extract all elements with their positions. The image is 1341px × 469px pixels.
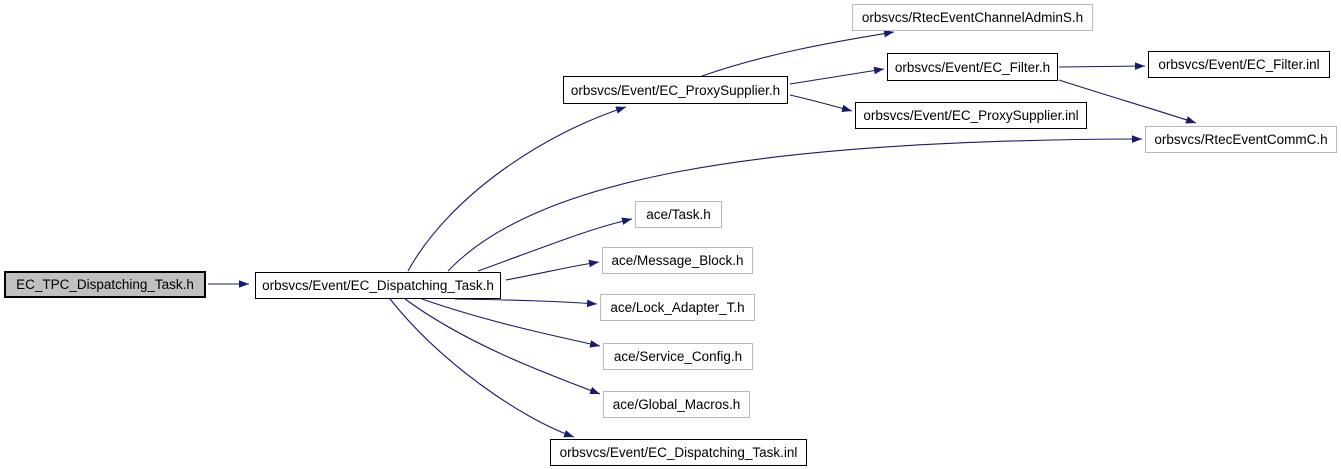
node-ace-message-block-h[interactable]: ace/Message_Block.h xyxy=(602,247,753,274)
edge-filter-to-filterinl xyxy=(1058,62,1146,70)
edge-proxysupplier-to-admins xyxy=(701,29,895,77)
edge-filter-to-commc xyxy=(1058,79,1197,124)
node-ace-lock-adapter-t-h[interactable]: ace/Lock_Adapter_T.h xyxy=(600,294,755,321)
node-rteceventcommc-h[interactable]: orbsvcs/RtecEventCommC.h xyxy=(1145,126,1337,153)
node-ec-filter-inl[interactable]: orbsvcs/Event/EC_Filter.inl xyxy=(1148,51,1330,78)
node-rteceventchanneladmins-h[interactable]: orbsvcs/RtecEventChannelAdminS.h xyxy=(852,4,1093,31)
edge-dispatching-to-messageblock xyxy=(505,259,600,281)
edge-dispatching-to-dispatchinginl xyxy=(389,298,575,438)
node-ec-dispatching-task-h[interactable]: orbsvcs/Event/EC_Dispatching_Task.h xyxy=(255,272,501,299)
node-ace-task-h[interactable]: ace/Task.h xyxy=(635,201,722,228)
edge-dispatching-to-serviceconfig xyxy=(421,298,601,348)
node-ec-filter-h[interactable]: orbsvcs/Event/EC_Filter.h xyxy=(887,53,1058,81)
edge-dispatching-to-lockadapter xyxy=(454,298,598,308)
edge-proxysupplier-to-proxysupplierinl xyxy=(789,94,853,113)
edge-dispatching-to-rteceventcommc xyxy=(447,135,1143,272)
edge-dispatching-to-globalmacros xyxy=(404,298,601,395)
node-ec-proxysupplier-inl[interactable]: orbsvcs/Event/EC_ProxySupplier.inl xyxy=(855,102,1087,129)
node-ec-dispatching-task-inl[interactable]: orbsvcs/Event/EC_Dispatching_Task.inl xyxy=(550,439,807,466)
node-ec-tpc-dispatching-task-h: EC_TPC_Dispatching_Task.h xyxy=(4,271,206,298)
node-ace-service-config-h[interactable]: ace/Service_Config.h xyxy=(603,343,753,370)
node-ace-global-macros-h[interactable]: ace/Global_Macros.h xyxy=(603,391,750,418)
edge-proxysupplier-to-filter xyxy=(789,66,885,85)
node-ec-proxysupplier-h[interactable]: orbsvcs/Event/EC_ProxySupplier.h xyxy=(563,76,788,104)
edge-dispatching-to-task xyxy=(477,217,633,272)
edge-dispatching-to-proxysupplier xyxy=(407,106,627,272)
